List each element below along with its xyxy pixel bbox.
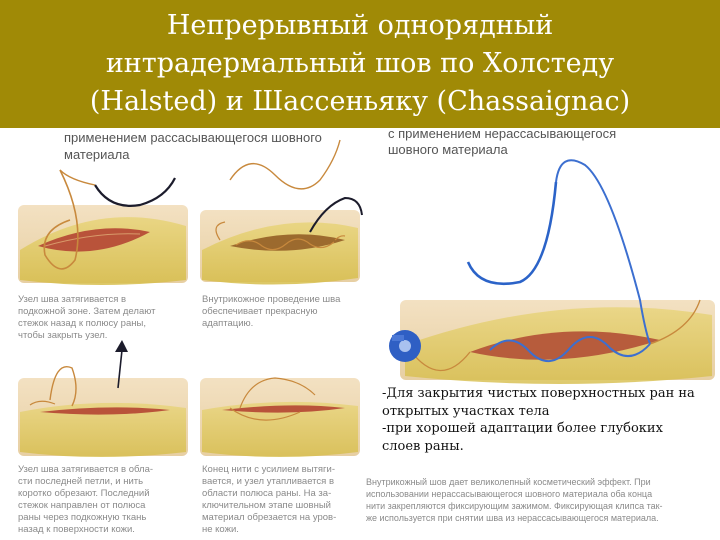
panel-4-illustration (200, 377, 360, 457)
right-header: с применением нерассасывающегося шовного… (388, 126, 616, 158)
panel-2-illustration (200, 139, 363, 285)
caption-line: Внутрикожное проведение шва (202, 294, 341, 305)
right-header-line: с применением нерассасывающегося (388, 126, 617, 141)
caption-line: коротко обрезают. Последний (18, 488, 150, 499)
caption-panel-5: Внутрикожный шов дает великолепный косме… (366, 476, 663, 524)
note-line: слоев раны. (382, 438, 464, 454)
caption-line: ключительном этапе шовный (202, 500, 331, 511)
caption-line: назад к поверхности кожи. (18, 524, 135, 535)
caption-line: стежок направлен от полюса (18, 500, 146, 511)
caption-panel-4: Конец нити с усилием вытяги- вается, и у… (202, 464, 336, 536)
caption-line: стежок назад к полюсу раны, (18, 318, 146, 329)
caption-line: области полюса раны. На за- (202, 488, 332, 499)
caption-line: обеспечивает прекрасную (202, 306, 318, 317)
caption-line: нити закрепляются фиксирующим зажимом. Ф… (366, 501, 663, 511)
panel-3-illustration (18, 340, 188, 457)
title-line-1: Непрерывный однорядный (166, 10, 554, 41)
caption-line: Конец нити с усилием вытяги- (202, 464, 335, 475)
caption-line: Внутрикожный шов дает великолепный косме… (366, 477, 651, 487)
caption-line: подкожной зоне. Затем делают (18, 306, 156, 317)
title-banner: Непрерывный однорядный интрадермальный ш… (0, 0, 720, 128)
panel-1-illustration (18, 169, 188, 285)
title-line-2: интрадермальный шов по Холстеду (105, 48, 615, 79)
note-line: открытых участках тела (382, 403, 550, 419)
caption-line: сти последней петли, и нить (18, 476, 144, 487)
note-line: -Для закрытия чистых поверхностных ран н… (382, 386, 695, 401)
caption-line: Узел шва затягивается в обла- (18, 464, 154, 475)
caption-line: Узел шва затягивается в (18, 294, 127, 305)
caption-panel-2: Внутрикожное проведение шва обеспечивает… (202, 294, 340, 330)
caption-panel-1: Узел шва затягивается в подкожной зоне. … (18, 294, 156, 342)
caption-line: материал обрезается на уров- (202, 512, 337, 523)
caption-line: раны через подкожную ткань (18, 512, 147, 523)
page-title: Непрерывный однорядный интрадермальный ш… (20, 7, 700, 121)
left-header-line: применением рассасывающегося шовного (64, 130, 322, 145)
panel-5-illustration (389, 159, 715, 384)
left-header: применением рассасывающегося шовного мат… (64, 129, 322, 163)
right-header-line: шовного материала (388, 142, 508, 157)
caption-line: адаптацию. (202, 318, 254, 329)
caption-line: использовании нерассасывающегося шовного… (366, 489, 653, 499)
left-header-line: материала (64, 147, 130, 162)
caption-line: не кожи. (202, 524, 239, 535)
note-line: -при хорошей адаптации более глубоких (382, 421, 663, 436)
caption-line: вается, и узел утапливается в (202, 476, 334, 487)
caption-line: же используется при снятии шва из нерасс… (366, 513, 659, 523)
caption-line: чтобы закрыть узел. (18, 330, 108, 341)
indications-note: -Для закрытия чистых поверхностных ран н… (382, 385, 718, 455)
title-line-3: (Halsted) и Шассеньяку (Chassaignac) (89, 86, 631, 117)
caption-panel-3: Узел шва затягивается в обла- сти послед… (18, 464, 153, 536)
